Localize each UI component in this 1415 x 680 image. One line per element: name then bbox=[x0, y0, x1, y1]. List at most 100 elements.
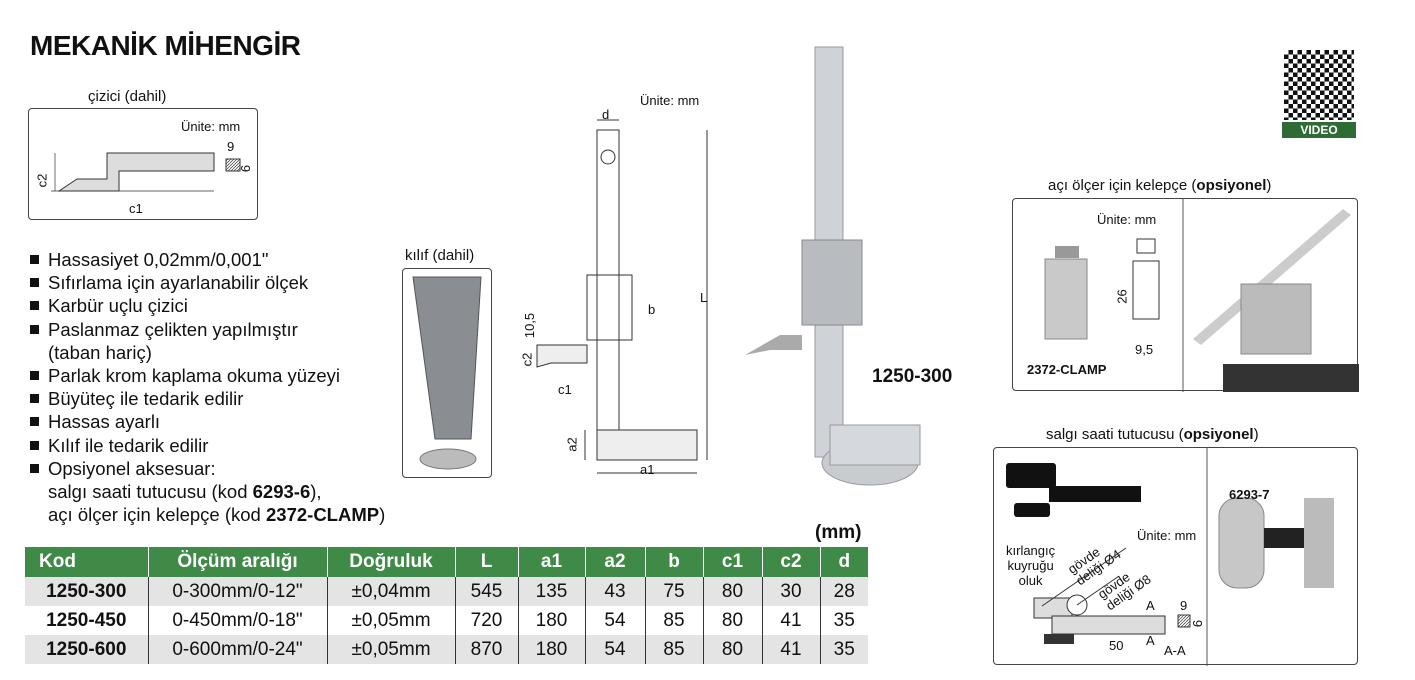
feature-item: (taban hariç) bbox=[48, 341, 152, 363]
cell: 80 bbox=[703, 577, 763, 606]
cell: 28 bbox=[820, 577, 868, 606]
table-header-row: Kod Ölçüm aralığı Doğruluk L a1 a2 b c1 … bbox=[25, 547, 868, 577]
cell: 43 bbox=[585, 577, 646, 606]
scriber-c2: c2 bbox=[34, 173, 50, 188]
cell: ±0,04mm bbox=[327, 577, 456, 606]
cell: 0-300mm/0-12" bbox=[148, 577, 328, 606]
cell: 180 bbox=[518, 606, 586, 635]
cell: 35 bbox=[833, 609, 855, 631]
clamp-dim-26: 26 bbox=[1114, 289, 1130, 304]
drawing-b: b bbox=[648, 302, 656, 317]
drawing-L: L bbox=[700, 290, 708, 305]
scriber-dim-9: 9 bbox=[227, 139, 235, 154]
case-panel bbox=[402, 268, 492, 478]
feature-item: Hassas ayarlı bbox=[30, 410, 385, 433]
product-photo bbox=[745, 46, 921, 486]
case-image bbox=[412, 276, 482, 470]
drawing-a2: a2 bbox=[564, 437, 580, 452]
col-a1: a1 bbox=[518, 547, 586, 577]
drawing-unit: Ünite: mm bbox=[640, 93, 700, 108]
cell: 1250-600 bbox=[25, 635, 149, 664]
cell: 870 bbox=[455, 635, 519, 664]
scriber-c1: c1 bbox=[129, 201, 143, 216]
col-c2: c2 bbox=[762, 547, 821, 577]
video-label: VIDEO bbox=[1282, 122, 1356, 138]
cell: 75 bbox=[645, 577, 704, 606]
scriber-dim-9-vert: 9 bbox=[238, 164, 254, 173]
feature-list: Hassasiyet 0,02mm/0,001" Sıfırlama için … bbox=[30, 248, 385, 526]
cell: 85 bbox=[645, 606, 704, 635]
holder-dim-9: 9 bbox=[1180, 598, 1188, 613]
cell: 80 bbox=[703, 635, 763, 664]
holder-unit: Ünite: mm bbox=[1137, 528, 1197, 543]
drawing-a1: a1 bbox=[640, 462, 655, 477]
feature-item: Sıfırlama için ayarlanabilir ölçek bbox=[30, 271, 385, 294]
scriber-caption: çizici (dahil) bbox=[88, 88, 167, 105]
spec-table: Kod Ölçüm aralığı Doğruluk L a1 a2 b c1 … bbox=[25, 547, 868, 664]
cell: 30 bbox=[762, 577, 821, 606]
feature-item: Büyüteç ile tedarik edilir bbox=[30, 387, 385, 410]
cell: 135 bbox=[518, 577, 586, 606]
clamp-code: 2372-CLAMP bbox=[1027, 362, 1107, 377]
section-mark-a-bottom: A bbox=[1146, 633, 1155, 648]
col-d: d bbox=[820, 547, 868, 577]
cell: 0-450mm/0-18" bbox=[148, 606, 328, 635]
scriber-drawing bbox=[51, 152, 241, 192]
cell: 85 bbox=[645, 635, 704, 664]
cell: 41 bbox=[762, 635, 821, 664]
scriber-unit: Ünite: mm bbox=[181, 119, 241, 134]
cell: ±0,05mm bbox=[327, 606, 456, 635]
feature-item: Opsiyonel aksesuar: bbox=[30, 457, 385, 480]
cell: 35 bbox=[820, 635, 868, 664]
cell: 1250-450 bbox=[25, 606, 149, 635]
col-b: b bbox=[645, 547, 704, 577]
product-model-label: 1250-300 bbox=[872, 366, 953, 387]
col-kod: Kod bbox=[25, 547, 149, 577]
clamp-unit: Ünite: mm bbox=[1097, 212, 1157, 227]
cell: 180 bbox=[518, 635, 586, 664]
cell: 545 bbox=[455, 577, 519, 606]
section-label: A-A bbox=[1164, 643, 1186, 658]
video-qr-code[interactable]: VIDEO bbox=[1282, 48, 1356, 140]
scriber-panel: Ünite: mm 9 9 c2 c1 bbox=[28, 108, 258, 220]
cell: 41 bbox=[762, 606, 821, 635]
cell: 54 bbox=[585, 606, 646, 635]
col-L: L bbox=[455, 547, 519, 577]
cell: 80 bbox=[703, 606, 763, 635]
holder-caption: salgı saati tutucusu (opsiyonel) bbox=[1046, 426, 1259, 443]
drawing-c1: c1 bbox=[558, 382, 572, 397]
accessory-clamp: açı ölçer için kelepçe (kod 2372-CLAMP) bbox=[48, 504, 386, 526]
technical-drawing bbox=[536, 119, 708, 474]
feature-item: Paslanmaz çelikten yapılmıştır bbox=[30, 318, 385, 341]
col-accuracy: Doğruluk bbox=[327, 547, 456, 577]
clamp-dim-9-5: 9,5 bbox=[1135, 342, 1154, 357]
clamp-drawing bbox=[1044, 199, 1359, 392]
clamp-caption: açı ölçer için kelepçe (opsiyonel) bbox=[1048, 177, 1272, 194]
holder-dim-50: 50 bbox=[1109, 638, 1124, 653]
cell: 0-600mm/0-24" bbox=[148, 635, 328, 664]
drawing-c2: c2 bbox=[519, 352, 535, 367]
col-range: Ölçüm aralığı bbox=[148, 547, 328, 577]
table-unit: (mm) bbox=[815, 522, 862, 543]
holder-dim-9-vert: 9 bbox=[1190, 619, 1206, 628]
feature-item: Karbür uçlu çizici bbox=[30, 294, 385, 317]
accessory-holder: salgı saati tutucusu (kod 6293-6), bbox=[48, 481, 322, 503]
feature-item: Parlak krom kaplama okuma yüzeyi bbox=[30, 364, 385, 387]
case-caption: kılıf (dahil) bbox=[405, 247, 475, 264]
cell: 1250-300 bbox=[25, 577, 149, 606]
cell: 54 bbox=[585, 635, 646, 664]
feature-item: Hassasiyet 0,02mm/0,001" bbox=[30, 248, 385, 271]
clamp-panel: Ünite: mm 26 9,5 2372-CLAMP bbox=[1012, 198, 1359, 392]
holder-code: 6293-7 bbox=[1229, 487, 1270, 502]
drawing-d: d bbox=[602, 107, 610, 122]
section-mark-a-top: A bbox=[1146, 598, 1155, 613]
feature-item: Kılıf ile tedarik edilir bbox=[30, 434, 385, 457]
holder-drawing bbox=[1006, 448, 1334, 666]
col-a2: a2 bbox=[585, 547, 646, 577]
cell: 720 bbox=[455, 606, 519, 635]
